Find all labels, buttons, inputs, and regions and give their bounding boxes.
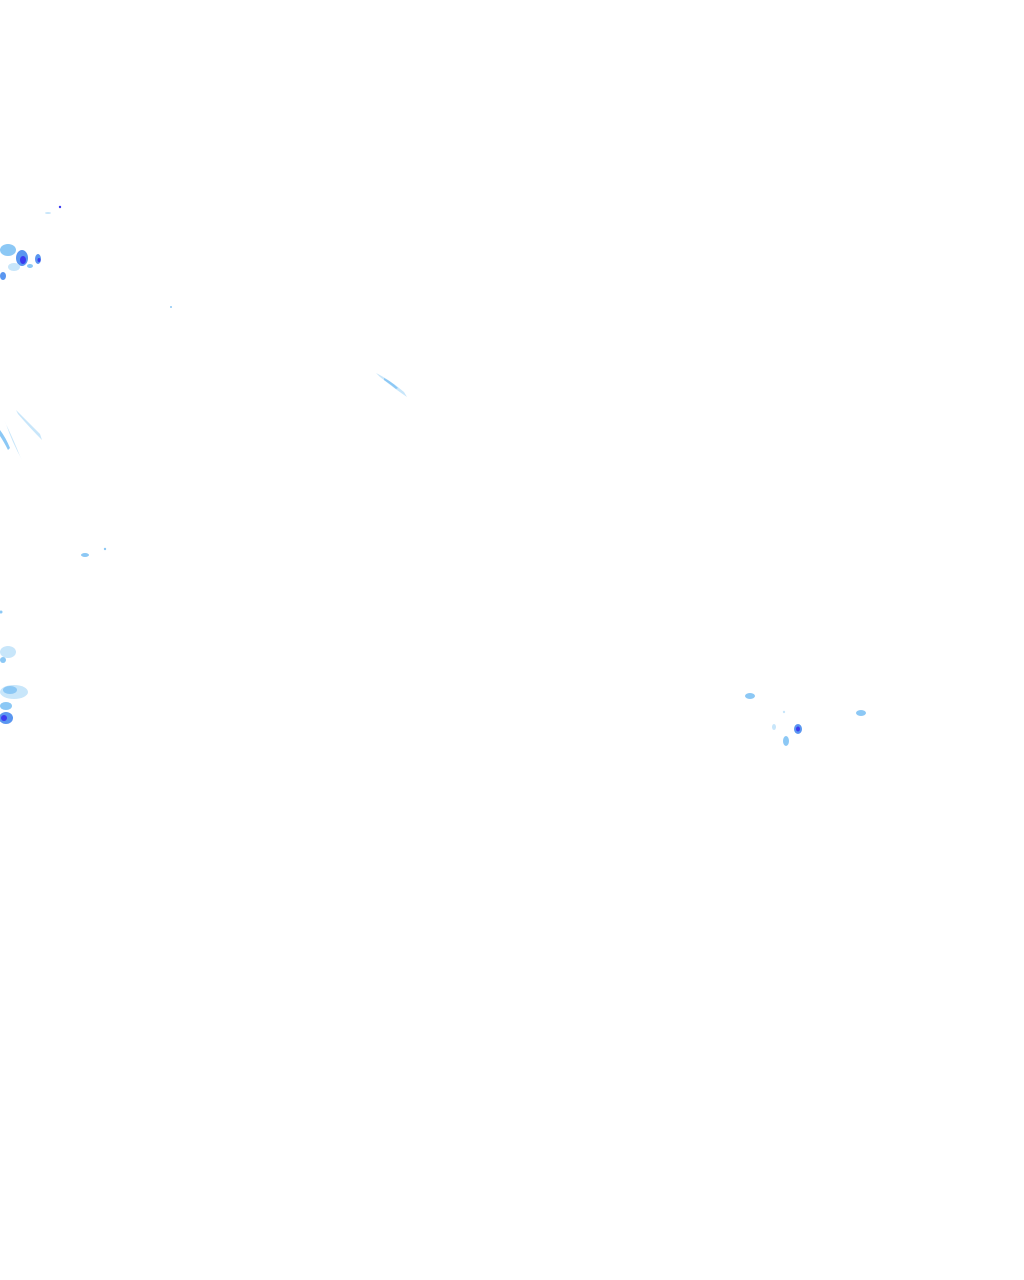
precip-echo bbox=[3, 686, 17, 694]
precip-echo bbox=[0, 646, 16, 658]
precip-echo bbox=[783, 736, 789, 746]
precip-echo bbox=[0, 430, 10, 450]
precip-cluster-small bbox=[81, 547, 107, 557]
precip-cluster-east bbox=[745, 693, 866, 746]
precip-echo bbox=[170, 306, 172, 308]
precip-streak-west bbox=[0, 410, 42, 460]
precip-echo bbox=[0, 244, 16, 256]
precip-echo bbox=[27, 264, 33, 268]
precip-echo bbox=[796, 726, 800, 732]
precip-echo bbox=[0, 610, 3, 614]
precip-echo bbox=[0, 702, 12, 710]
precip-echo bbox=[0, 657, 6, 663]
precip-echo bbox=[1, 715, 7, 721]
precip-echo bbox=[384, 378, 398, 389]
precip-echo bbox=[4, 420, 22, 460]
precip-echo bbox=[782, 710, 786, 714]
precip-cluster-southwest bbox=[0, 610, 28, 724]
precip-echo bbox=[0, 272, 6, 280]
precip-echo bbox=[81, 553, 89, 557]
precip-echo bbox=[772, 724, 776, 730]
precip-echo bbox=[58, 205, 62, 209]
precip-echo bbox=[20, 256, 26, 264]
precip-cluster-northwest bbox=[0, 205, 172, 308]
precip-echo bbox=[37, 258, 41, 262]
precip-streak-central bbox=[376, 373, 407, 397]
precip-echo bbox=[856, 710, 866, 716]
precip-echo bbox=[16, 410, 42, 440]
precip-echo bbox=[745, 693, 755, 699]
precip-echo bbox=[8, 263, 20, 271]
precip-echo bbox=[45, 212, 51, 214]
precip-echo bbox=[103, 547, 107, 551]
